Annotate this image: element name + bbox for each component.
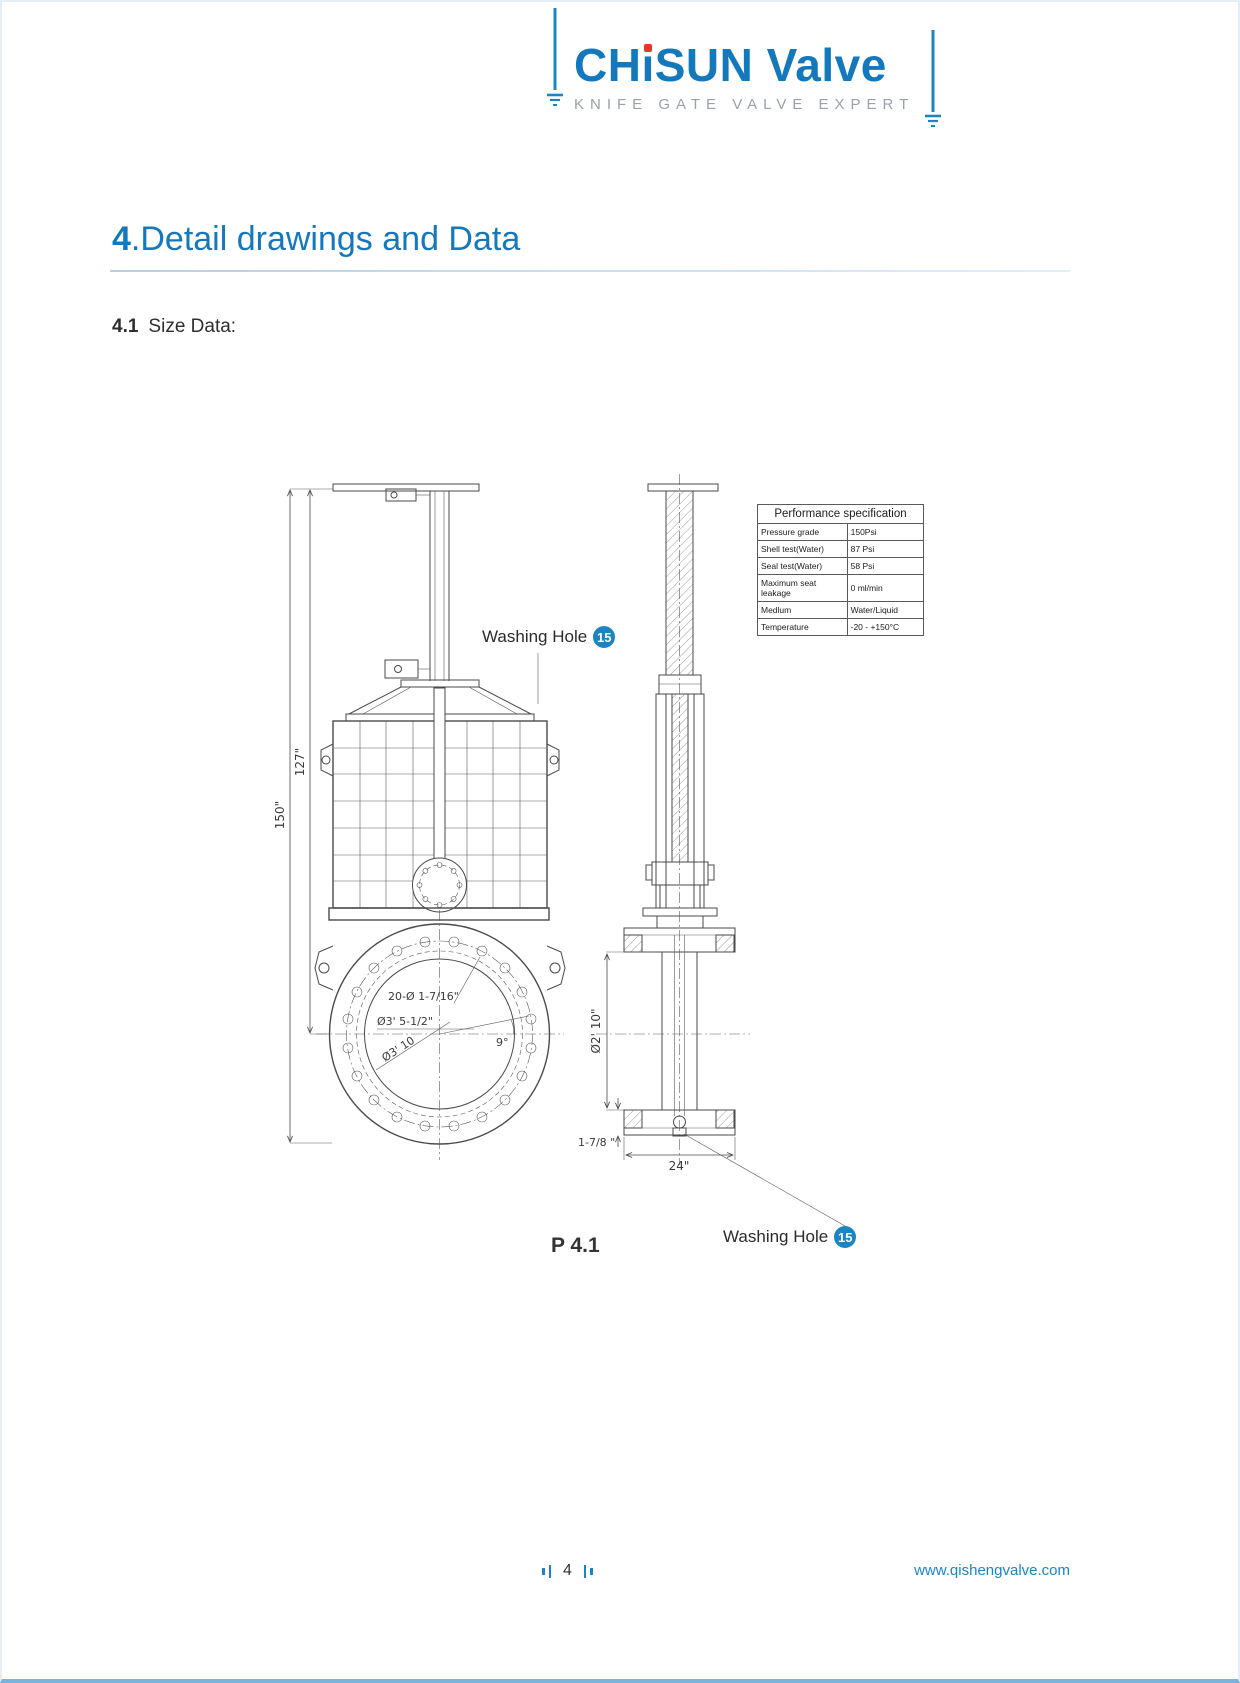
washing-hole-label: Washing Hole	[482, 627, 588, 646]
spec-label: Shell test(Water)	[757, 540, 848, 558]
logo-tagline: KNIFE GATE VALVE EXPERT	[574, 96, 915, 113]
spec-value: -20 - +150°C	[846, 618, 925, 636]
dim-flange-thickness: 1-7/8 "	[578, 1136, 615, 1149]
figure-caption: P 4.1	[551, 1234, 600, 1257]
spec-value: 150Psi	[846, 523, 925, 541]
logo-part2: SUN Valve	[654, 39, 887, 91]
front-view-dimensions: 150" 127" 20-Ø 1-7/16" Ø3' 5-1/2" Ø3' 10…	[273, 488, 539, 1144]
spec-label: Pressure grade	[757, 523, 848, 541]
table-row: Seal test(Water) 58 Psi	[757, 557, 925, 575]
title-divider	[110, 270, 1070, 272]
spec-value: Water/Liquid	[846, 601, 925, 619]
side-view-drawing	[596, 474, 750, 1165]
subsection-title: 4.1 Size Data:	[112, 316, 236, 338]
spec-label: Seal test(Water)	[757, 557, 848, 575]
washing-hole-badge: 15	[834, 1226, 857, 1248]
callout-bolt-holes: 20-Ø 1-7/16"	[388, 990, 459, 1003]
dim-total-height: 150"	[273, 801, 287, 829]
washing-hole-badge: 15	[593, 626, 616, 648]
logo-i-stem: ı	[641, 39, 655, 91]
front-view-drawing	[314, 483, 566, 1160]
logo-ground-symbol-right	[925, 30, 941, 127]
section-title-text: .Detail drawings and Data	[130, 220, 521, 258]
section-title: 4.Detail drawings and Data	[112, 220, 520, 259]
table-row: Pressure grade 150Psi	[757, 523, 925, 541]
spec-value: 87 Psi	[846, 540, 925, 558]
footer-decoration-mark	[548, 1564, 551, 1578]
table-row: Shell test(Water) 87 Psi	[757, 540, 925, 558]
table-row: Medlum Water/Liquid	[757, 601, 925, 619]
spec-value: 0 ml/min	[846, 574, 925, 602]
subsection-number: 4.1	[112, 316, 139, 337]
spec-table-title: Performance specification	[757, 504, 924, 524]
performance-spec-table: Performance specification Pressure grade…	[757, 504, 925, 636]
washing-hole-label: Washing Hole	[723, 1227, 829, 1246]
footer-decoration-mark	[583, 1564, 587, 1578]
page-number: 4	[563, 1562, 572, 1579]
logo-red-dot	[644, 44, 653, 52]
dim-upper-height: 127"	[293, 748, 307, 776]
spec-label: Maximum seat leakage	[757, 574, 848, 602]
dim-bore: Ø2' 10"	[589, 1009, 603, 1054]
table-row: Temperature -20 - +150°C	[757, 618, 925, 636]
footer-website-link[interactable]: www.qishengvalve.com	[914, 1562, 1070, 1579]
table-row: Maximum seat leakage 0 ml/min	[757, 574, 925, 602]
callout-angle: 9°	[496, 1036, 509, 1049]
washing-hole-annotation-bottom: Washing Hole 15	[723, 1226, 857, 1248]
dim-face-width: 24"	[669, 1159, 690, 1173]
logo-ground-symbol-left	[547, 8, 563, 106]
footer-page-number: 4	[542, 1562, 593, 1580]
spec-label: Medlum	[757, 601, 848, 619]
spec-label: Temperature	[757, 618, 848, 636]
section-number: 4	[112, 220, 131, 258]
side-view-dimensions: Ø2' 10" 1-7/8 " 24"	[578, 951, 846, 1227]
spec-table-header-row: Performance specification	[757, 504, 924, 524]
logo-part1: CH	[574, 39, 642, 91]
footer-decoration-mark	[590, 1567, 593, 1575]
footer-decoration-mark	[542, 1567, 545, 1575]
washing-hole-annotation-top: Washing Hole 15	[482, 626, 616, 648]
callout-bore-dia: Ø3' 10	[380, 1034, 417, 1065]
spec-value: 58 Psi	[846, 557, 925, 575]
subsection-text: Size Data:	[148, 316, 237, 337]
callout-bolt-circle-dia: Ø3' 5-1/2"	[377, 1015, 433, 1028]
logo-letter-i: ı	[641, 42, 654, 88]
